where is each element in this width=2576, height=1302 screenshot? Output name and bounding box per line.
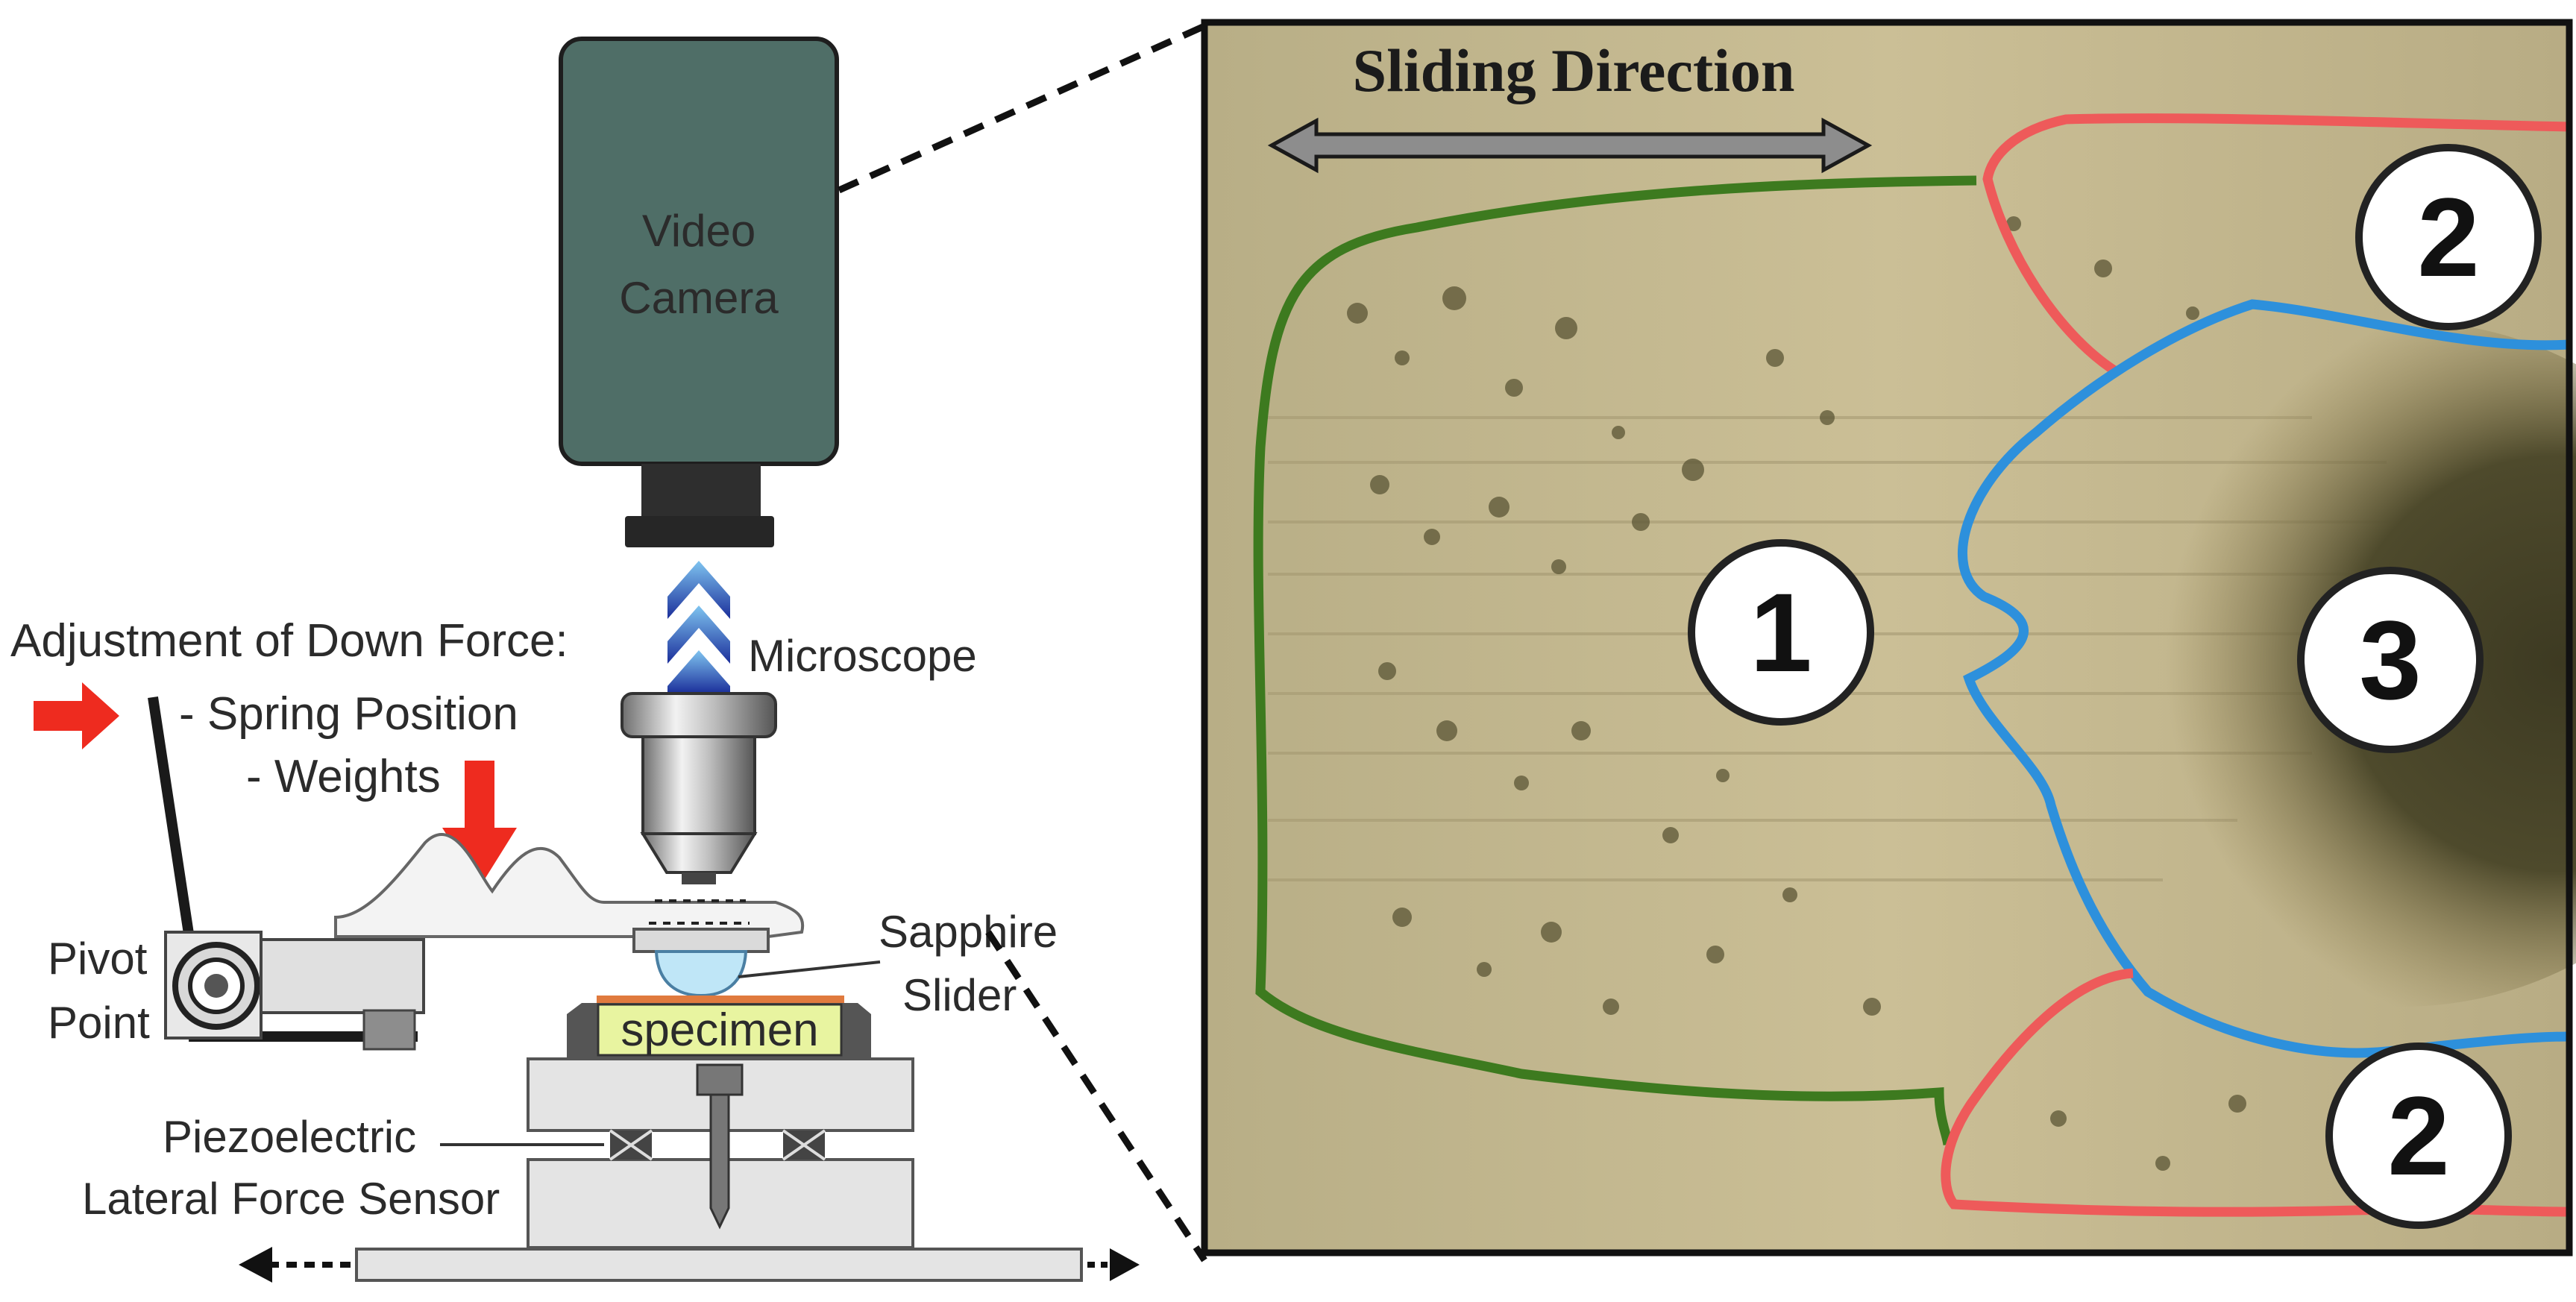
sapphire-slider <box>654 950 748 998</box>
zone-1-boundary <box>1253 175 1977 1146</box>
wear-debris <box>1347 216 2246 1171</box>
camera-label-line1: Video <box>642 206 755 256</box>
chevron-icon <box>667 561 730 619</box>
zoom-line-bottom <box>985 930 1207 1262</box>
base-plate <box>355 1248 1083 1282</box>
slider-label-line1: Sapphire <box>879 907 1058 957</box>
svg-text:2: 2 <box>2417 174 2479 300</box>
specimen <box>597 1003 843 1057</box>
zone-badge-1: 1 <box>1688 539 1874 726</box>
svg-text:2: 2 <box>2387 1073 2449 1198</box>
zone-3-boundary <box>1957 299 2570 1058</box>
adjustment-title: Adjustment of Down Force: <box>10 615 568 667</box>
pivot-label-line1: Pivot <box>48 934 148 984</box>
zoom-line-top <box>838 22 1206 194</box>
slider-holder <box>632 928 770 953</box>
specimen-label: specimen <box>621 1004 818 1056</box>
apparatus-schematic: Video Camera Microscope Adjustment of Do… <box>10 37 1140 1283</box>
camera-label-line2: Camera <box>619 273 779 323</box>
lever-arm <box>260 938 425 1014</box>
sensor-label-line2: Lateral Force Sensor <box>82 1174 500 1224</box>
video-camera: Video Camera <box>559 37 839 547</box>
weight-profile <box>334 833 805 938</box>
piezo-element-icon <box>609 1129 653 1161</box>
light-path-chevrons <box>667 561 730 694</box>
sliding-direction-arrow-icon <box>1267 117 1873 174</box>
camera-mount <box>641 464 761 516</box>
sensor-mount <box>696 1063 744 1096</box>
chevron-icon <box>667 650 730 694</box>
microscope-label: Microscope <box>748 631 977 681</box>
slider-label-line2: Slider <box>902 970 1017 1020</box>
micrograph-panel: Sliding Direction 1 2 3 2 <box>1201 19 2576 1257</box>
adjustment-spring: - Spring Position <box>179 688 518 740</box>
sliding-direction-label: Sliding Direction <box>1352 37 1794 104</box>
slider-leader-line <box>738 960 881 978</box>
piezo-element-icon <box>782 1129 826 1161</box>
pivot-wheel-icon <box>172 942 260 1030</box>
arm-clamp <box>362 1009 416 1051</box>
specimen-coating <box>597 996 844 1004</box>
sensor-pin <box>709 1093 730 1230</box>
microscope-objective <box>621 692 777 884</box>
zone-2-top-boundary <box>1982 113 2570 377</box>
zone-badge-3: 3 <box>2297 567 2484 753</box>
svg-text:3: 3 <box>2359 597 2421 723</box>
svg-text:1: 1 <box>1750 570 1812 695</box>
micrograph-frame <box>1201 19 2573 1257</box>
lateral-force-arrow-icon <box>34 682 119 749</box>
camera-mount-flange <box>625 516 774 547</box>
sensor-label-line1: Piezoelectric <box>163 1112 416 1162</box>
adjustment-weights: - Weights <box>246 751 441 802</box>
zone-badge-2-top: 2 <box>2355 144 2542 330</box>
zone-badge-2-bottom: 2 <box>2325 1042 2512 1229</box>
chevron-icon <box>667 606 730 664</box>
arrow-right-icon <box>1110 1248 1140 1281</box>
pivot-label-line2: Point <box>48 998 150 1048</box>
arrow-left-icon <box>239 1247 272 1283</box>
